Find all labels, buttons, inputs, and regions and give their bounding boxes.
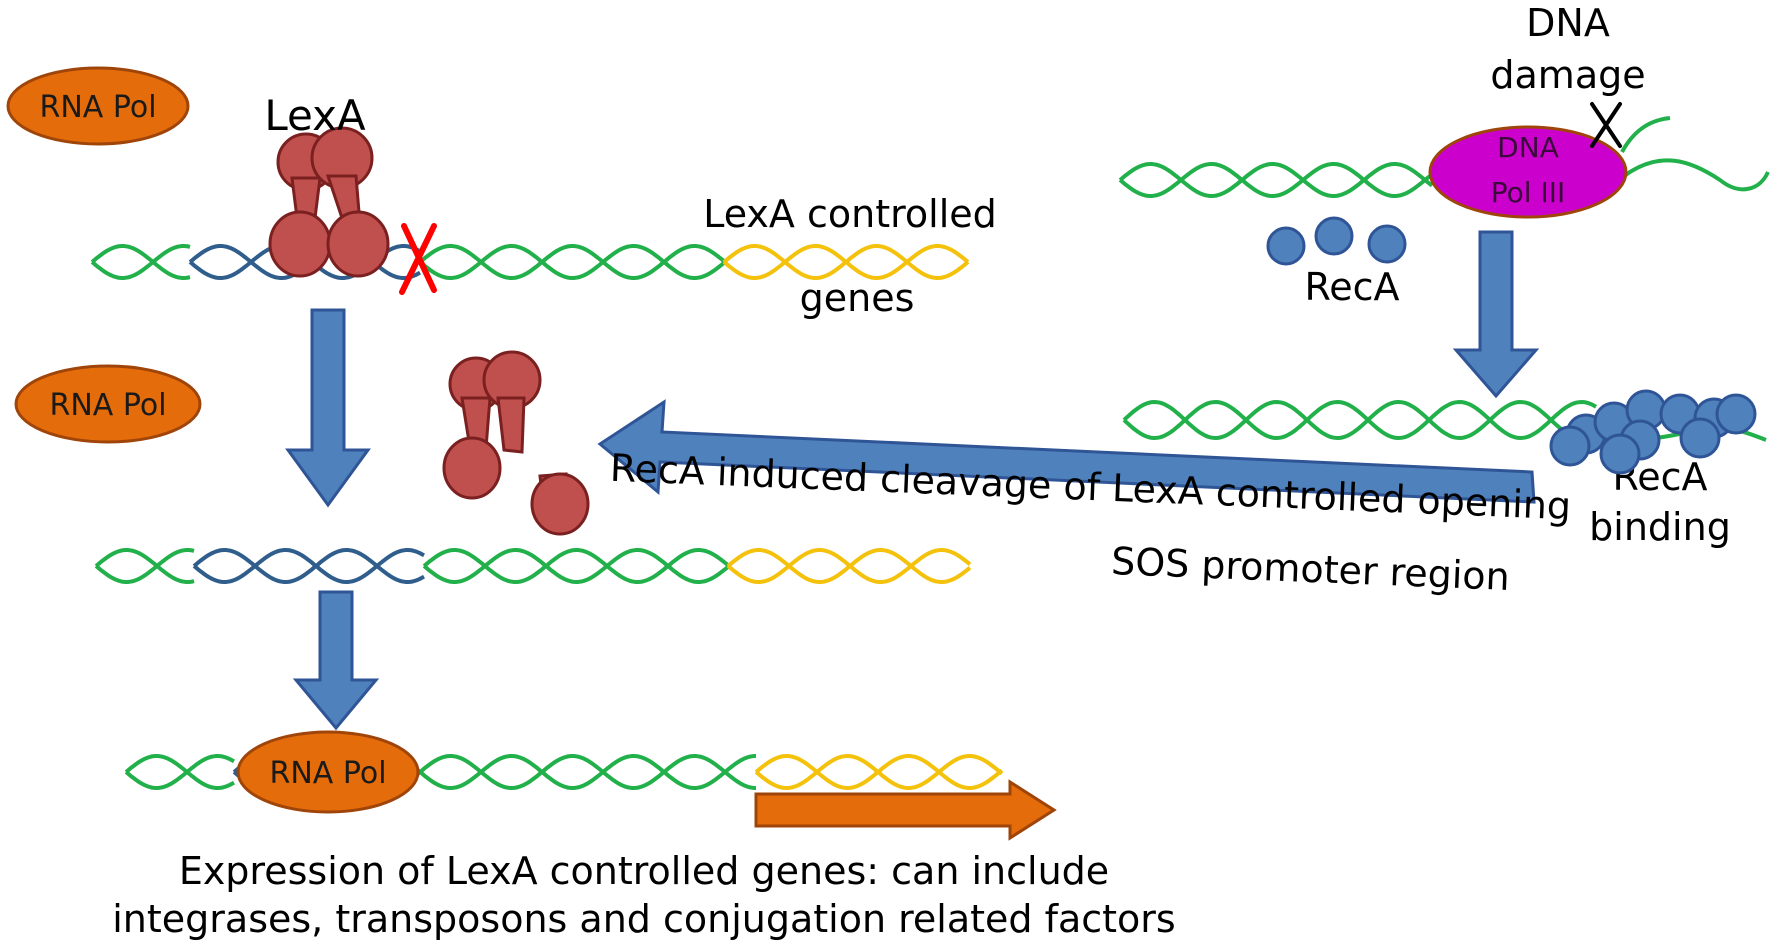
rna-pol-free-middle: RNA Pol	[14, 364, 202, 444]
dna-damage-label-line1: DNA	[1526, 1, 1610, 45]
dna-helix-middle	[94, 548, 972, 584]
dna-pol-iii-label-line1: DNA	[1497, 131, 1559, 164]
dna-strand	[726, 548, 972, 584]
dna-strand	[1620, 116, 1671, 153]
reca-free-label: RecA	[1305, 265, 1400, 309]
dna-strand	[90, 244, 191, 280]
dna-strand	[422, 548, 730, 584]
rna-pol-bound: RNA Pol	[236, 730, 420, 814]
lexa-dimer-icon	[268, 126, 390, 278]
reca-binding-label-line2: binding	[1589, 505, 1731, 549]
dna-strand	[90, 244, 191, 280]
dna-strand	[1622, 158, 1770, 192]
dna-strand	[94, 548, 195, 584]
reca-monomer-icon	[1266, 216, 1407, 266]
dna-strand	[418, 244, 726, 280]
damage-x-icon	[1590, 102, 1622, 148]
dna-pol-iii: DNA Pol III	[1428, 125, 1628, 219]
rna-pol-label: RNA Pol	[49, 388, 166, 423]
cleavage-label-line2: SOS promoter region	[1110, 539, 1510, 599]
dna-damage-label-line2: damage	[1490, 53, 1645, 97]
dna-strand	[192, 548, 425, 584]
dna-strand	[1122, 399, 1598, 441]
lexa-genes-label-line2: genes	[800, 276, 915, 320]
lexa-genes-label-line1: LexA controlled	[703, 192, 997, 236]
dna-strand	[418, 754, 756, 790]
lexa-label: LexA	[264, 91, 366, 140]
dna-strand	[94, 548, 195, 584]
dna-strand	[754, 754, 1004, 790]
left-arrow-icon	[597, 399, 1536, 504]
right-arrow-icon	[754, 779, 1057, 841]
dna-strand	[1122, 399, 1598, 441]
red-x-block-icon	[399, 223, 437, 295]
dna-strand	[422, 548, 730, 584]
dna-strand	[1118, 162, 1434, 198]
dna-strand	[418, 754, 756, 790]
rna-pol-label: RNA Pol	[269, 756, 386, 791]
down-arrow-icon	[1452, 230, 1540, 399]
dna-pol-iii-label-line2: Pol III	[1491, 176, 1565, 209]
dna-strand	[1118, 162, 1434, 198]
down-arrow-icon	[285, 308, 371, 508]
rna-pol-label: RNA Pol	[39, 90, 156, 125]
reca-filament-icon	[1549, 389, 1757, 475]
cleaved-lexa-icon	[442, 350, 590, 536]
expression-label-line1: Expression of LexA controlled genes: can…	[179, 849, 1109, 893]
dna-helix-top-left	[90, 244, 970, 280]
dna-strand	[192, 548, 425, 584]
down-arrow-icon	[292, 590, 380, 731]
dna-strand	[722, 244, 970, 280]
dna-strand	[418, 244, 726, 280]
rna-pol-free-top: RNA Pol	[6, 66, 190, 146]
expression-label-line2: integrases, transposons and conjugation …	[112, 897, 1175, 941]
dna-strand	[124, 754, 235, 790]
dna-helix-top-right	[1118, 116, 1770, 198]
dna-strand	[124, 754, 235, 790]
